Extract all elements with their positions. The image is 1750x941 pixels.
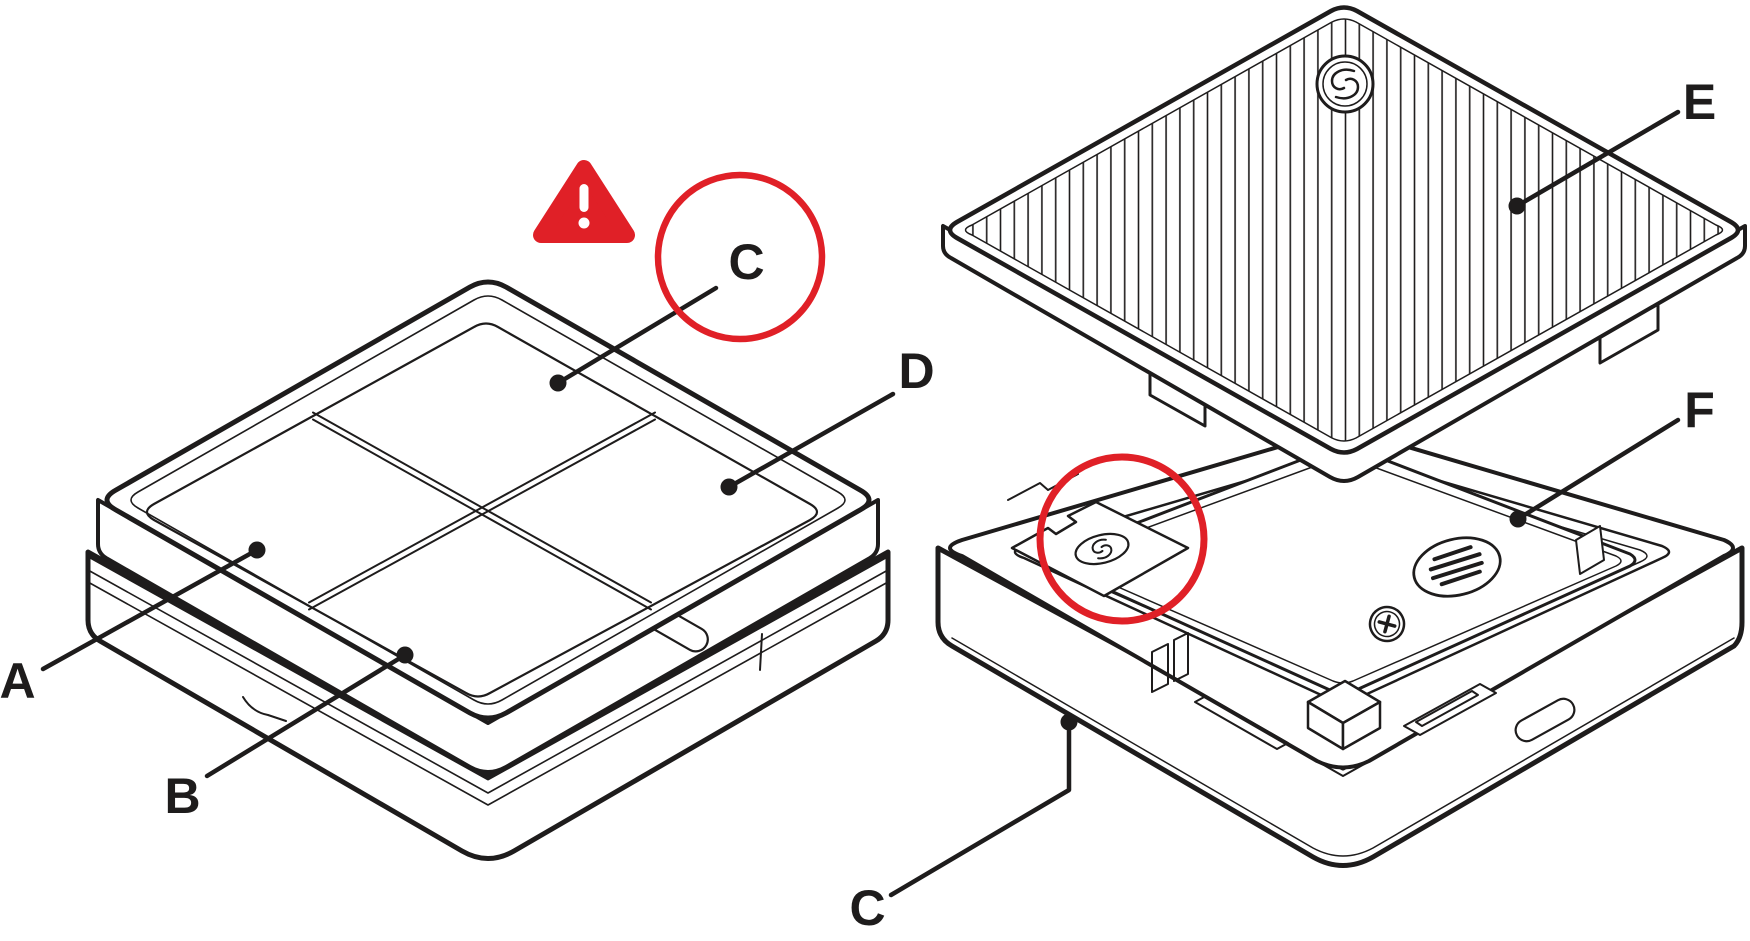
cover-ribbed-surface (947, 5, 1741, 455)
callout-label-b: B (164, 768, 200, 824)
leader-e (1508, 109, 1681, 215)
callout-label-f: F (1684, 382, 1715, 438)
callout-label-a: A (0, 653, 36, 709)
left-device-top-face (104, 279, 872, 721)
leader-f (1509, 417, 1681, 528)
highlight-circle-inner-logo (1036, 453, 1208, 625)
base-clips-and-slots (1151, 525, 1605, 750)
red-annotations (533, 160, 1208, 625)
callout-label-c-top: C (728, 234, 764, 290)
cover-wall (941, 224, 1747, 483)
left-device-side-tab (242, 696, 287, 722)
highlight-circle-top-button (654, 171, 826, 343)
leader-d (720, 391, 896, 496)
callout-label-c-bottom: C (849, 880, 885, 936)
warning-exclamation-dot (578, 217, 590, 229)
callout-label-d: D (898, 343, 934, 399)
callout-leaders (40, 109, 1681, 898)
phillips-screw-icon (1368, 605, 1406, 643)
leader-a (40, 541, 266, 672)
right-device-top-cover (941, 5, 1747, 483)
leader-b (204, 646, 414, 779)
leader-c-top (549, 285, 719, 392)
button-plate (145, 322, 819, 698)
brand-swirl-logo-icon-small (1074, 532, 1130, 566)
base-outer-wall (935, 545, 1745, 868)
callout-label-e: E (1682, 74, 1716, 130)
left-device-closed (85, 279, 891, 861)
coin-slot-icon (1412, 536, 1502, 598)
latch-block (1300, 679, 1385, 777)
leader-c-bottom (888, 713, 1078, 898)
warning-exclamation-bar (579, 184, 589, 212)
warning-triangle-icon (533, 160, 635, 243)
button-dividers (308, 411, 656, 611)
left-device-back-plate (85, 549, 891, 861)
right-device-base (935, 427, 1745, 868)
wall-seam (759, 633, 763, 671)
brand-swirl-logo-icon (1315, 54, 1375, 114)
